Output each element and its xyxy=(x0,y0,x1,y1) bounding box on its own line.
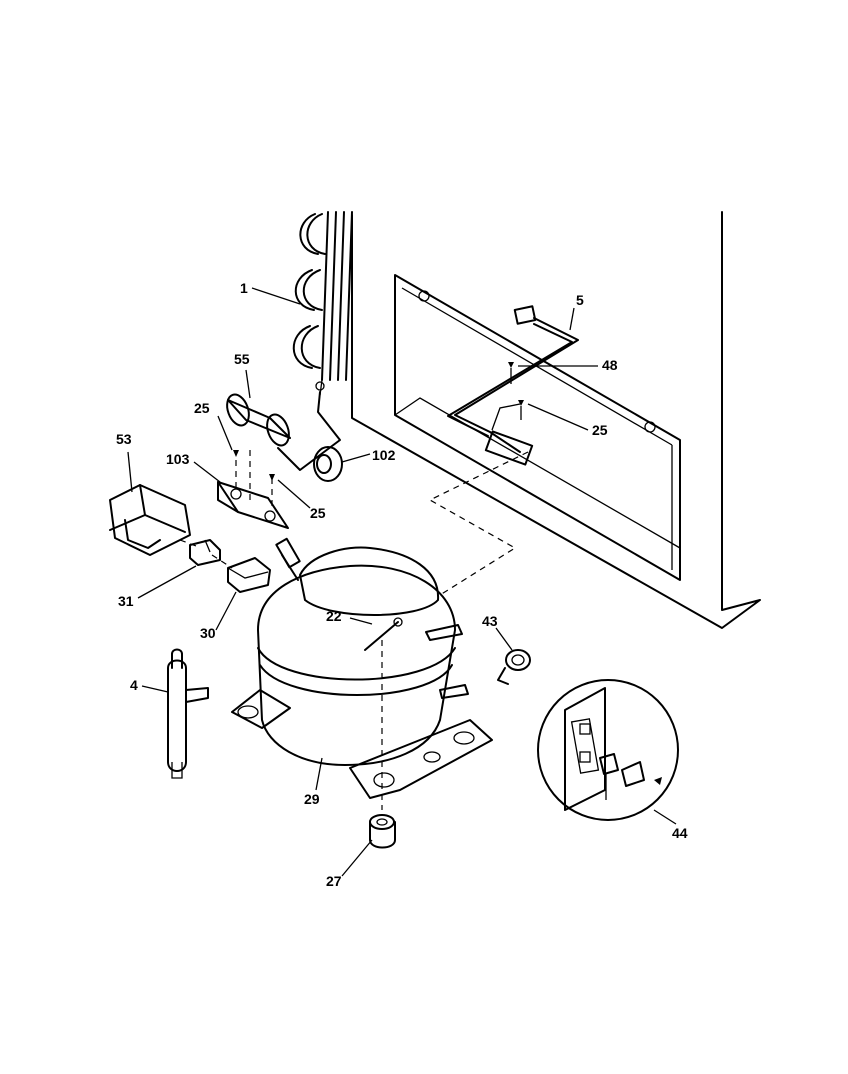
capacitor xyxy=(226,381,341,471)
callout-31: 31 xyxy=(118,593,134,609)
callout-22: 22 xyxy=(326,608,342,624)
callout-5: 5 xyxy=(576,292,584,308)
connection-leads xyxy=(179,451,529,596)
callout-55: 55 xyxy=(234,351,250,367)
panel-screws xyxy=(508,362,524,420)
overload-cover xyxy=(109,484,191,556)
callout-102: 102 xyxy=(372,447,396,463)
callout-27: 27 xyxy=(326,873,342,889)
callout-25-top: 25 xyxy=(194,400,210,416)
filter-drier xyxy=(167,648,209,779)
callout-103: 103 xyxy=(166,451,190,467)
relay xyxy=(227,557,271,593)
clamp xyxy=(497,649,531,685)
callout-53: 53 xyxy=(116,431,132,447)
bracket xyxy=(217,450,289,529)
callout-30: 30 xyxy=(200,625,216,641)
condenser-coil xyxy=(292,211,353,396)
callout-48: 48 xyxy=(602,357,618,373)
wire-harness xyxy=(447,305,579,466)
callout-25-bracket: 25 xyxy=(310,505,326,521)
leader-lines xyxy=(127,287,677,877)
callout-4: 4 xyxy=(130,677,138,693)
grommet xyxy=(313,446,343,482)
base-grommet xyxy=(369,814,396,849)
callout-29: 29 xyxy=(304,791,320,807)
callout-labels: 1 5 48 55 25 25 25 53 103 102 31 30 22 4… xyxy=(116,280,688,889)
callout-25-right: 25 xyxy=(592,422,608,438)
cabinet-back-panel xyxy=(351,211,761,629)
outlet-detail xyxy=(537,679,679,821)
overload xyxy=(189,539,221,566)
callout-43: 43 xyxy=(482,613,498,629)
callout-1: 1 xyxy=(240,280,248,296)
callout-44: 44 xyxy=(672,825,688,841)
compressor xyxy=(231,537,493,810)
